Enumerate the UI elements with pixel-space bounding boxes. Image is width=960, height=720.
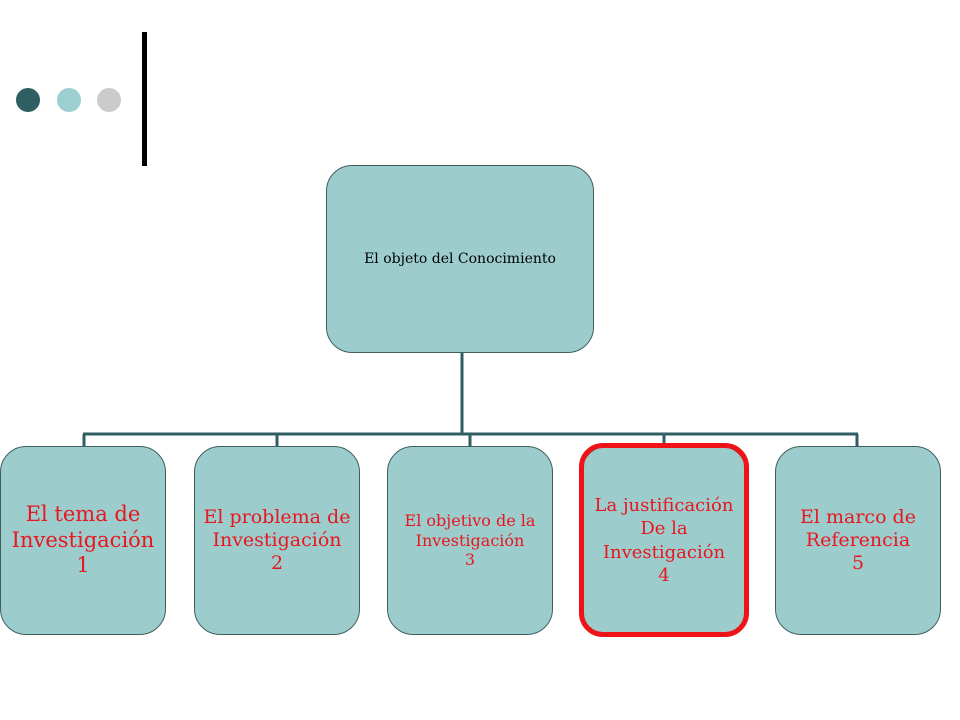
child-node-5: El marco de Referencia 5 [775,446,941,635]
child-node-1-line-3: 1 [76,553,90,578]
child-node-4-line-3: Investigación [602,541,726,563]
child-node-4-line-4: 4 [658,564,670,586]
child-node-3-line-2: Investigación [415,530,525,550]
child-node-5-line-3: 5 [851,552,865,575]
child-node-5-line-2: Referencia [805,528,911,551]
child-node-2-line-2: Investigación [212,528,342,551]
decorative-vertical-rule [142,32,147,166]
decorative-dot-light [57,88,81,112]
child-node-2-line-1: El problema de [203,505,351,528]
child-node-1-line-2: Investigación [11,527,155,552]
decorative-dot-dark [16,88,40,112]
child-node-3: El objetivo de la Investigación 3 [387,446,553,635]
child-node-4-line-1: La justificación [594,495,734,517]
root-node-label: El objeto del Conocimiento [364,251,556,267]
child-node-1: El tema de Investigación 1 [0,446,166,635]
child-node-4-highlight-frame [579,443,749,637]
child-node-4: La justificación De la Investigación 4 [581,446,747,635]
child-node-3-line-3: 3 [464,550,476,570]
child-node-3-line-1: El objetivo de la [404,511,536,531]
child-node-2-line-3: 2 [270,552,284,575]
child-node-5-line-1: El marco de [800,505,916,528]
decorative-dot-gray [97,88,121,112]
child-node-1-line-1: El tema de [25,502,141,527]
child-node-4-line-2: De la [640,518,688,540]
root-node: El objeto del Conocimiento [326,165,594,353]
child-node-2: El problema de Investigación 2 [194,446,360,635]
